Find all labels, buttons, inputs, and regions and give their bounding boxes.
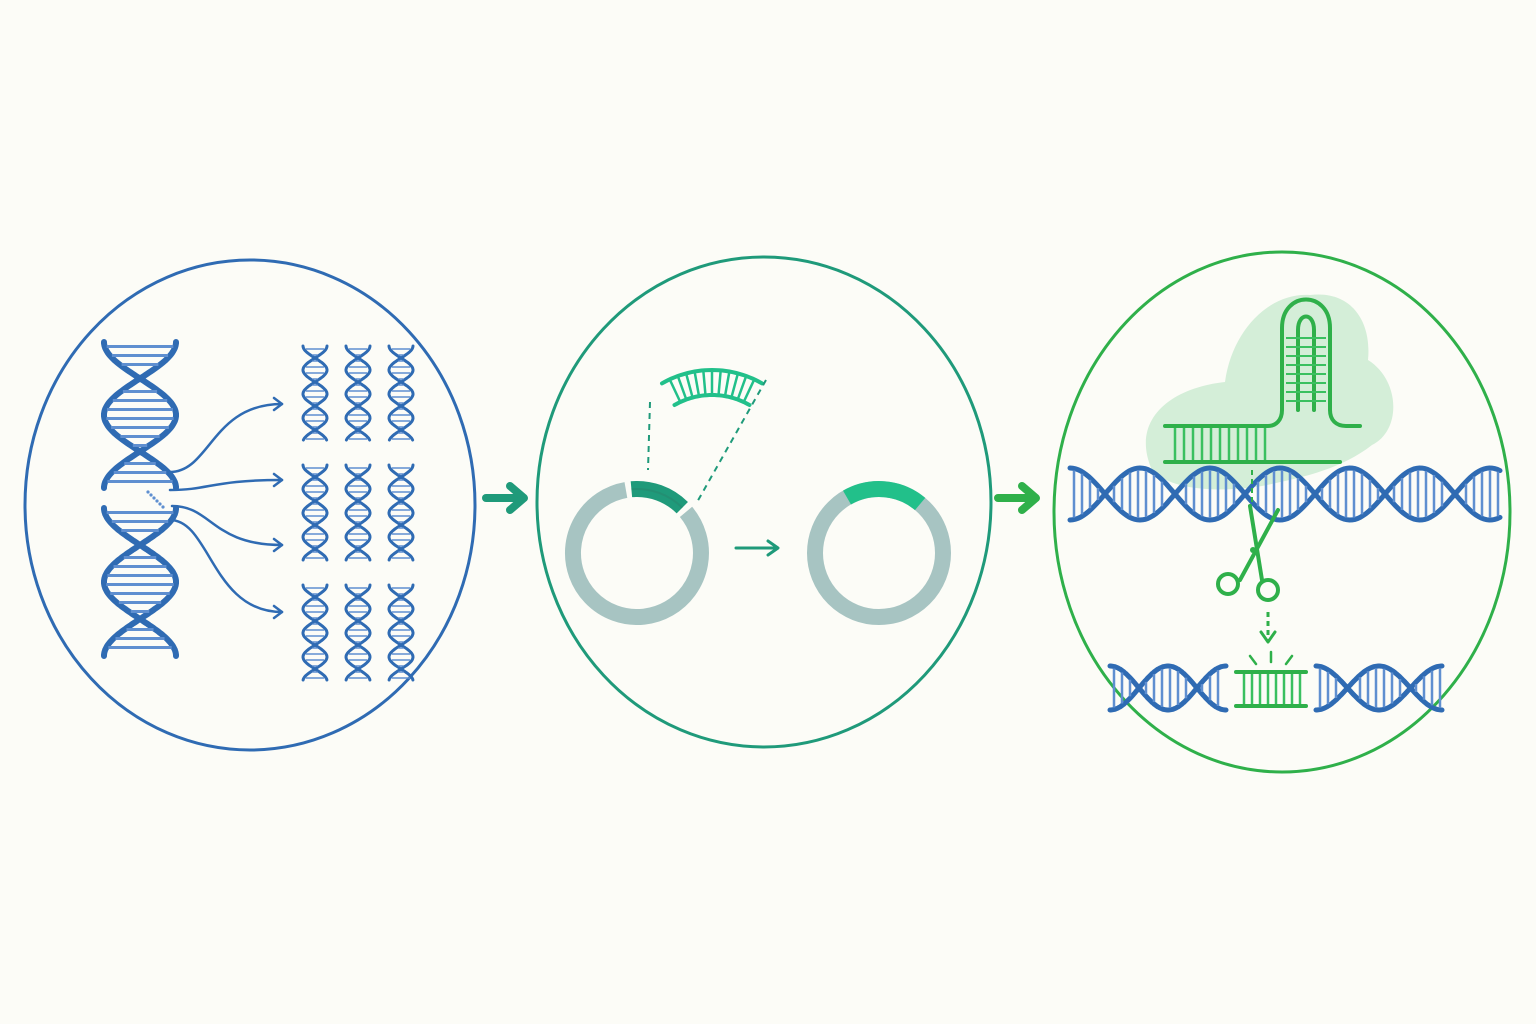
panel-crispr-editing [1052,250,1512,774]
insertion-guide-line [647,401,651,471]
open-plasmid-icon [565,480,709,626]
panel-circle [23,258,477,752]
insertion-guide-line [695,379,767,505]
arrow-right-icon [734,539,780,557]
dna-fragment-icon [660,367,764,407]
panel-circle [535,255,993,749]
branching-arrows-icon [168,396,284,620]
recombinant-plasmid-icon [807,481,951,625]
arrow-right-icon [482,482,528,514]
panel-circle [1052,250,1512,774]
dna-copies-icon [301,344,415,682]
scissors-icon [1216,504,1280,602]
arrow-right-icon [994,482,1040,514]
dna-double-helix-icon [101,339,179,659]
panel-dna-replication [23,258,477,752]
guide-rna-icon [1163,297,1362,464]
dna-strand-icon [1067,465,1503,523]
panel-plasmid-insertion [535,255,993,749]
repaired-dna-icon [1107,650,1445,713]
arrow-down-icon [1259,612,1277,644]
